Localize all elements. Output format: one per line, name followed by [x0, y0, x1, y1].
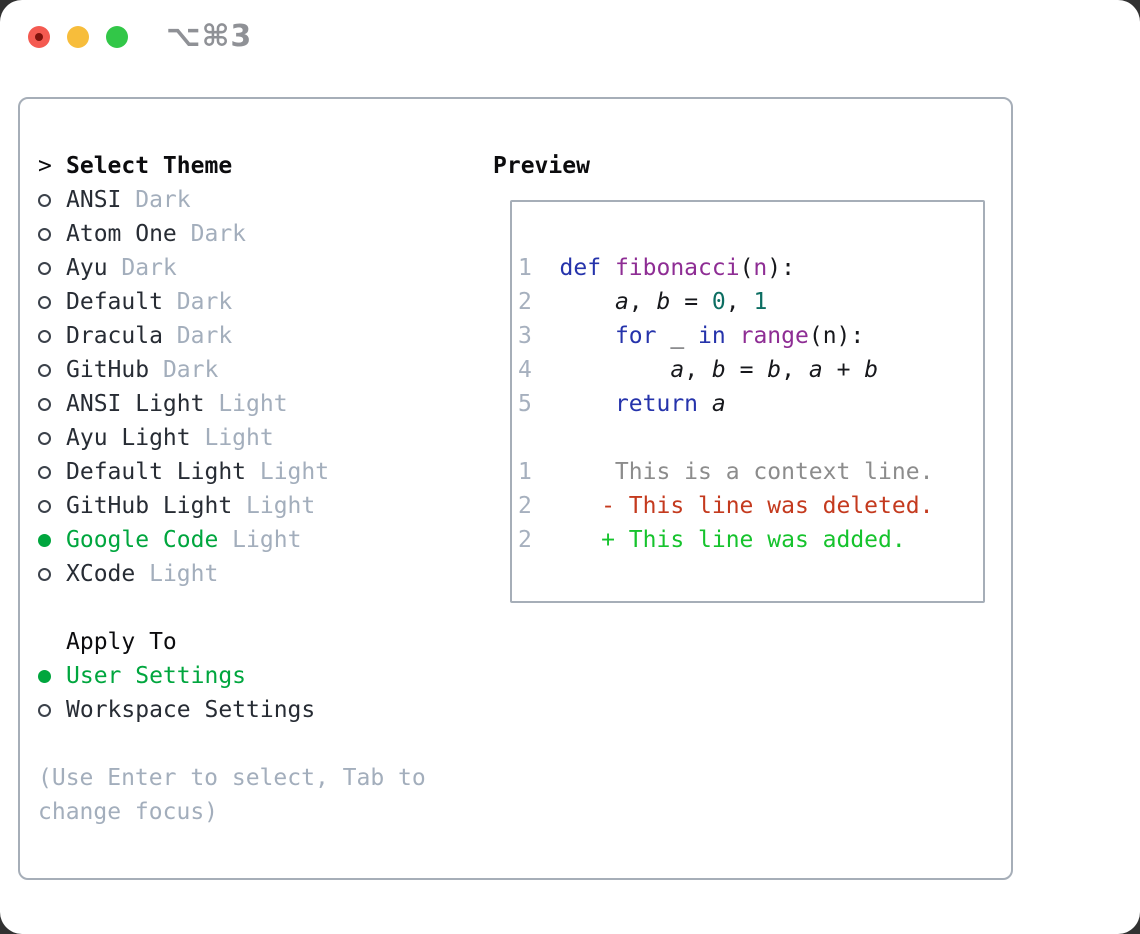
- variant-label: Light: [246, 459, 330, 485]
- theme-option-ayu-light[interactable]: Ayu Light Light: [38, 421, 426, 455]
- theme-option-xcode[interactable]: XCode Light: [38, 557, 426, 591]
- code-line: 2 a, b = 0, 1: [518, 289, 768, 315]
- option-label: Dracula: [66, 323, 163, 349]
- apply-to-title: Apply To: [66, 629, 177, 655]
- radio-icon: [38, 329, 51, 343]
- variant-label: Dark: [162, 289, 233, 315]
- radio-icon: [38, 397, 51, 411]
- unsaved-changes-dot-icon: [35, 33, 43, 41]
- apply-option-workspace-settings[interactable]: Workspace Settings: [38, 693, 426, 727]
- option-label: Default Light: [66, 459, 247, 485]
- variant-label: Light: [135, 561, 219, 587]
- preview-title: Preview: [493, 153, 590, 179]
- apply-option-user-settings[interactable]: User Settings: [38, 659, 426, 693]
- code-line: 2 + This line was added.: [518, 527, 906, 553]
- help-line: (Use Enter to select, Tab to: [38, 765, 426, 791]
- help-text: (Use Enter to select, Tab to change focus…: [38, 761, 426, 829]
- code-line: 2 - This line was deleted.: [518, 493, 934, 519]
- radio-icon: [38, 703, 51, 717]
- variant-label: Dark: [107, 255, 177, 281]
- theme-option-ansi[interactable]: ANSI Dark: [38, 183, 426, 217]
- radio-icon: [38, 193, 51, 207]
- apply-to-header: Apply To: [38, 625, 426, 659]
- radio-icon: [38, 363, 51, 377]
- zoom-button[interactable]: [106, 26, 128, 48]
- theme-option-ayu[interactable]: Ayu Dark: [38, 251, 426, 285]
- option-label: Ayu Light: [66, 425, 191, 451]
- option-label: Google Code: [66, 527, 219, 553]
- radio-icon: [38, 261, 51, 275]
- theme-option-default[interactable]: Default Dark: [38, 285, 426, 319]
- option-label: Atom One: [66, 221, 177, 247]
- variant-label: Dark: [121, 187, 191, 213]
- minimize-button[interactable]: [67, 26, 89, 48]
- option-label: User Settings: [66, 663, 247, 689]
- title-bar: ⌥⌘3: [0, 0, 1140, 74]
- theme-list-title: Select Theme: [66, 153, 233, 179]
- option-label: Workspace Settings: [66, 697, 316, 723]
- option-label: ANSI Light: [66, 391, 205, 417]
- variant-label: Dark: [176, 221, 247, 247]
- variant-label: Light: [190, 425, 274, 451]
- radio-selected-icon: [38, 533, 51, 547]
- option-label: Ayu: [66, 255, 108, 281]
- window-title: ⌥⌘3: [166, 19, 253, 54]
- preview-pane: 1 def fibonacci(n): 2 a, b = 0, 1 3 for _ …: [510, 200, 985, 603]
- code-line: [518, 421, 983, 455]
- theme-option-default-light[interactable]: Default Light Light: [38, 455, 426, 489]
- option-label: Default: [66, 289, 163, 315]
- help-line: change focus): [38, 799, 219, 825]
- option-label: XCode: [66, 561, 136, 587]
- spacer: [38, 727, 426, 761]
- option-label: ANSI: [66, 187, 122, 213]
- selection-cursor-icon: >: [38, 153, 52, 179]
- variant-label: Dark: [162, 323, 233, 349]
- radio-icon: [38, 465, 51, 479]
- code-line: 4 a, b = b, a + b: [518, 357, 879, 383]
- theme-option-atom-one[interactable]: Atom One Dark: [38, 217, 426, 251]
- code-line: 1 def fibonacci(n):: [518, 255, 795, 281]
- theme-option-dracula[interactable]: Dracula Dark: [38, 319, 426, 353]
- radio-icon: [38, 499, 51, 513]
- theme-option-ansi-light[interactable]: ANSI Light Light: [38, 387, 426, 421]
- option-label: GitHub: [66, 357, 150, 383]
- close-button[interactable]: [28, 26, 50, 48]
- radio-icon: [38, 431, 51, 445]
- radio-icon: [38, 295, 51, 309]
- option-label: GitHub Light: [66, 493, 233, 519]
- variant-label: Light: [218, 527, 302, 553]
- radio-selected-icon: [38, 669, 51, 683]
- variant-label: Light: [204, 391, 288, 417]
- variant-label: Light: [232, 493, 316, 519]
- theme-option-github-light[interactable]: GitHub Light Light: [38, 489, 426, 523]
- spacer: [38, 591, 426, 625]
- theme-option-google-code[interactable]: Google Code Light: [38, 523, 426, 557]
- radio-icon: [38, 567, 51, 581]
- code-line: 5 return a: [518, 391, 726, 417]
- code-line: 1 This is a context line.: [518, 459, 934, 485]
- theme-option-github[interactable]: GitHub Dark: [38, 353, 426, 387]
- variant-label: Dark: [149, 357, 219, 383]
- theme-list-header: > Select Theme: [38, 149, 426, 183]
- radio-icon: [38, 227, 51, 241]
- code-line: 3 for _ in range(n):: [518, 323, 865, 349]
